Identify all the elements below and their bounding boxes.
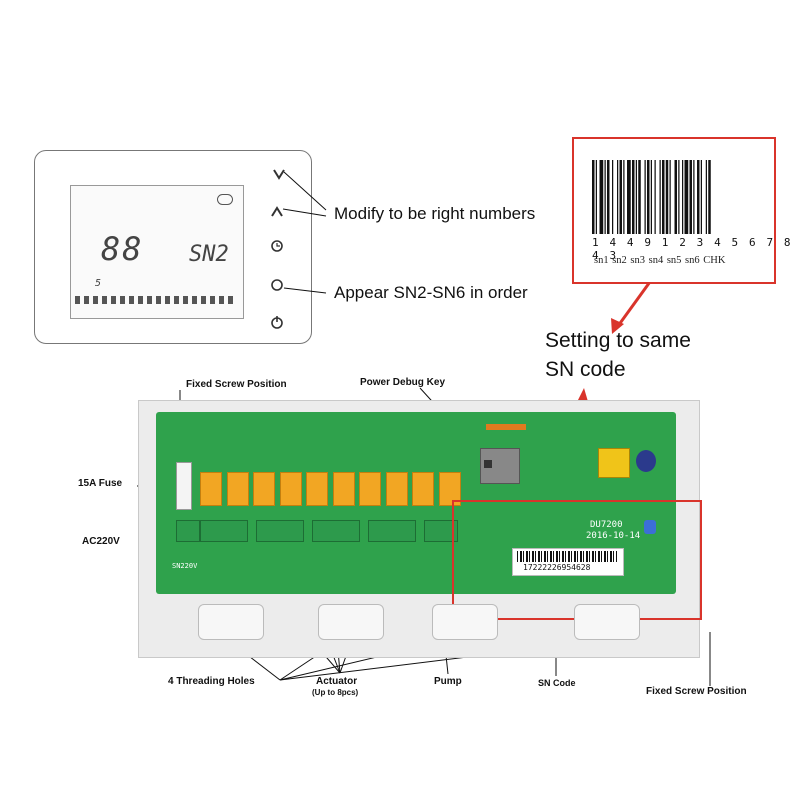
down-arrow-icon[interactable] xyxy=(273,169,285,180)
power-debug-key[interactable] xyxy=(484,460,492,468)
power-icon[interactable] xyxy=(271,316,283,329)
label-actuator: Actuator xyxy=(316,676,358,687)
label-power-debug-key: Power Debug Key xyxy=(360,377,446,388)
barcode-highlight-box xyxy=(572,137,776,284)
capacitor xyxy=(636,450,656,472)
barcode-bar xyxy=(684,160,689,234)
setting-label-line2: SN code xyxy=(545,358,626,381)
label-pump: Pump xyxy=(434,676,462,687)
fuse-holder xyxy=(176,462,192,510)
barcode-bar xyxy=(669,160,671,234)
barcode-bar xyxy=(623,160,625,234)
barcode-bar xyxy=(674,160,677,234)
sticker-serial: 17222226954628 xyxy=(523,563,591,572)
barcode-bar xyxy=(682,160,684,234)
lcd-digits: 88 xyxy=(101,230,144,268)
annotation-appear: Appear SN2-SN6 in order xyxy=(334,283,528,302)
label-sn-code: SN Code xyxy=(538,678,576,688)
lcd-small-digit: 5 xyxy=(95,278,102,289)
barcode-bar xyxy=(697,160,700,234)
barcode-bar xyxy=(659,160,661,234)
barcode-bar xyxy=(708,160,711,234)
relay xyxy=(306,472,328,506)
clock-icon[interactable] xyxy=(271,240,283,252)
label-fixed-screw-bottom: Fixed Screw Position xyxy=(646,686,747,697)
up-arrow-icon[interactable] xyxy=(271,206,283,217)
barcode-bar xyxy=(592,160,595,234)
barcode-bar xyxy=(700,160,702,234)
threading-hole xyxy=(432,604,498,640)
barcode-bar xyxy=(632,160,635,234)
antenna-coil xyxy=(486,424,526,430)
thermostat-buttons xyxy=(271,169,285,329)
barcode-bar xyxy=(647,160,650,234)
barcode-bar xyxy=(644,160,646,234)
transformer xyxy=(598,448,630,478)
board-model: DU7200 xyxy=(590,520,623,530)
label-threading-holes: 4 Threading Holes xyxy=(168,676,255,687)
barcode-bar xyxy=(612,160,614,234)
terminal-mark: SN220V xyxy=(172,562,198,570)
barcode-bar xyxy=(617,160,619,234)
sn-code-highlight-box xyxy=(452,500,702,620)
barcode-bar xyxy=(627,160,631,234)
relay xyxy=(385,472,408,506)
board-date: 2016-10-14 xyxy=(586,531,641,541)
barcode-bar xyxy=(595,160,597,234)
barcode-bar xyxy=(665,160,669,234)
relay xyxy=(438,472,461,506)
barcode-bar xyxy=(619,160,622,234)
label-actuator-note: (Up to 8pcs) xyxy=(312,688,359,697)
barcode-bar xyxy=(662,160,665,234)
terminal-block[interactable] xyxy=(256,520,304,542)
barcode-bar xyxy=(689,160,692,234)
label-fuse: 15A Fuse xyxy=(78,478,123,489)
barcode-bar xyxy=(635,160,637,234)
relay xyxy=(359,472,381,506)
sticker-barcode xyxy=(517,551,617,562)
terminal-block[interactable] xyxy=(200,520,248,542)
relay xyxy=(412,472,434,506)
lcd-time-bar xyxy=(75,296,237,304)
terminal-block[interactable] xyxy=(424,520,458,542)
lcd-sn-code: SN2 xyxy=(189,242,229,267)
relay xyxy=(332,472,355,506)
barcode-graphic xyxy=(592,160,711,234)
barcode-bar xyxy=(654,160,656,234)
label-ac: AC220V xyxy=(82,536,120,547)
terminal-block[interactable] xyxy=(176,520,200,542)
threading-hole xyxy=(198,604,264,640)
setting-label-line1: Setting to same xyxy=(545,329,691,352)
barcode-digits: 1 4 4 9 1 2 3 4 5 6 7 8 4 3 xyxy=(592,236,793,262)
threading-hole xyxy=(318,604,384,640)
sn-label-sticker: 17222226954628 xyxy=(512,548,624,576)
barcode-bar xyxy=(693,160,695,234)
relay xyxy=(226,472,249,506)
barcode-bar xyxy=(638,160,641,234)
label-fixed-screw-top: Fixed Screw Position xyxy=(186,379,287,390)
blue-capacitor xyxy=(644,520,656,534)
threading-hole xyxy=(574,604,640,640)
flame-icon xyxy=(217,194,233,205)
annotation-modify: Modify to be right numbers xyxy=(334,204,536,223)
barcode-bar xyxy=(607,160,610,234)
relay xyxy=(279,472,302,506)
barcode-bar xyxy=(599,160,604,234)
barcode-bar xyxy=(604,160,606,234)
barcode-bar xyxy=(705,160,707,234)
thermostat-lcd: 88 SN2 5 xyxy=(70,185,244,319)
barcode-bar xyxy=(678,160,680,234)
relay xyxy=(200,472,222,506)
terminal-block[interactable] xyxy=(368,520,416,542)
barcode-fields: sn1 sn2 sn3 sn4 sn5 sn6 CHK xyxy=(594,255,726,266)
terminal-block[interactable] xyxy=(312,520,360,542)
relay xyxy=(253,472,275,506)
barcode-bar xyxy=(650,160,652,234)
mode-icon[interactable] xyxy=(271,279,283,291)
